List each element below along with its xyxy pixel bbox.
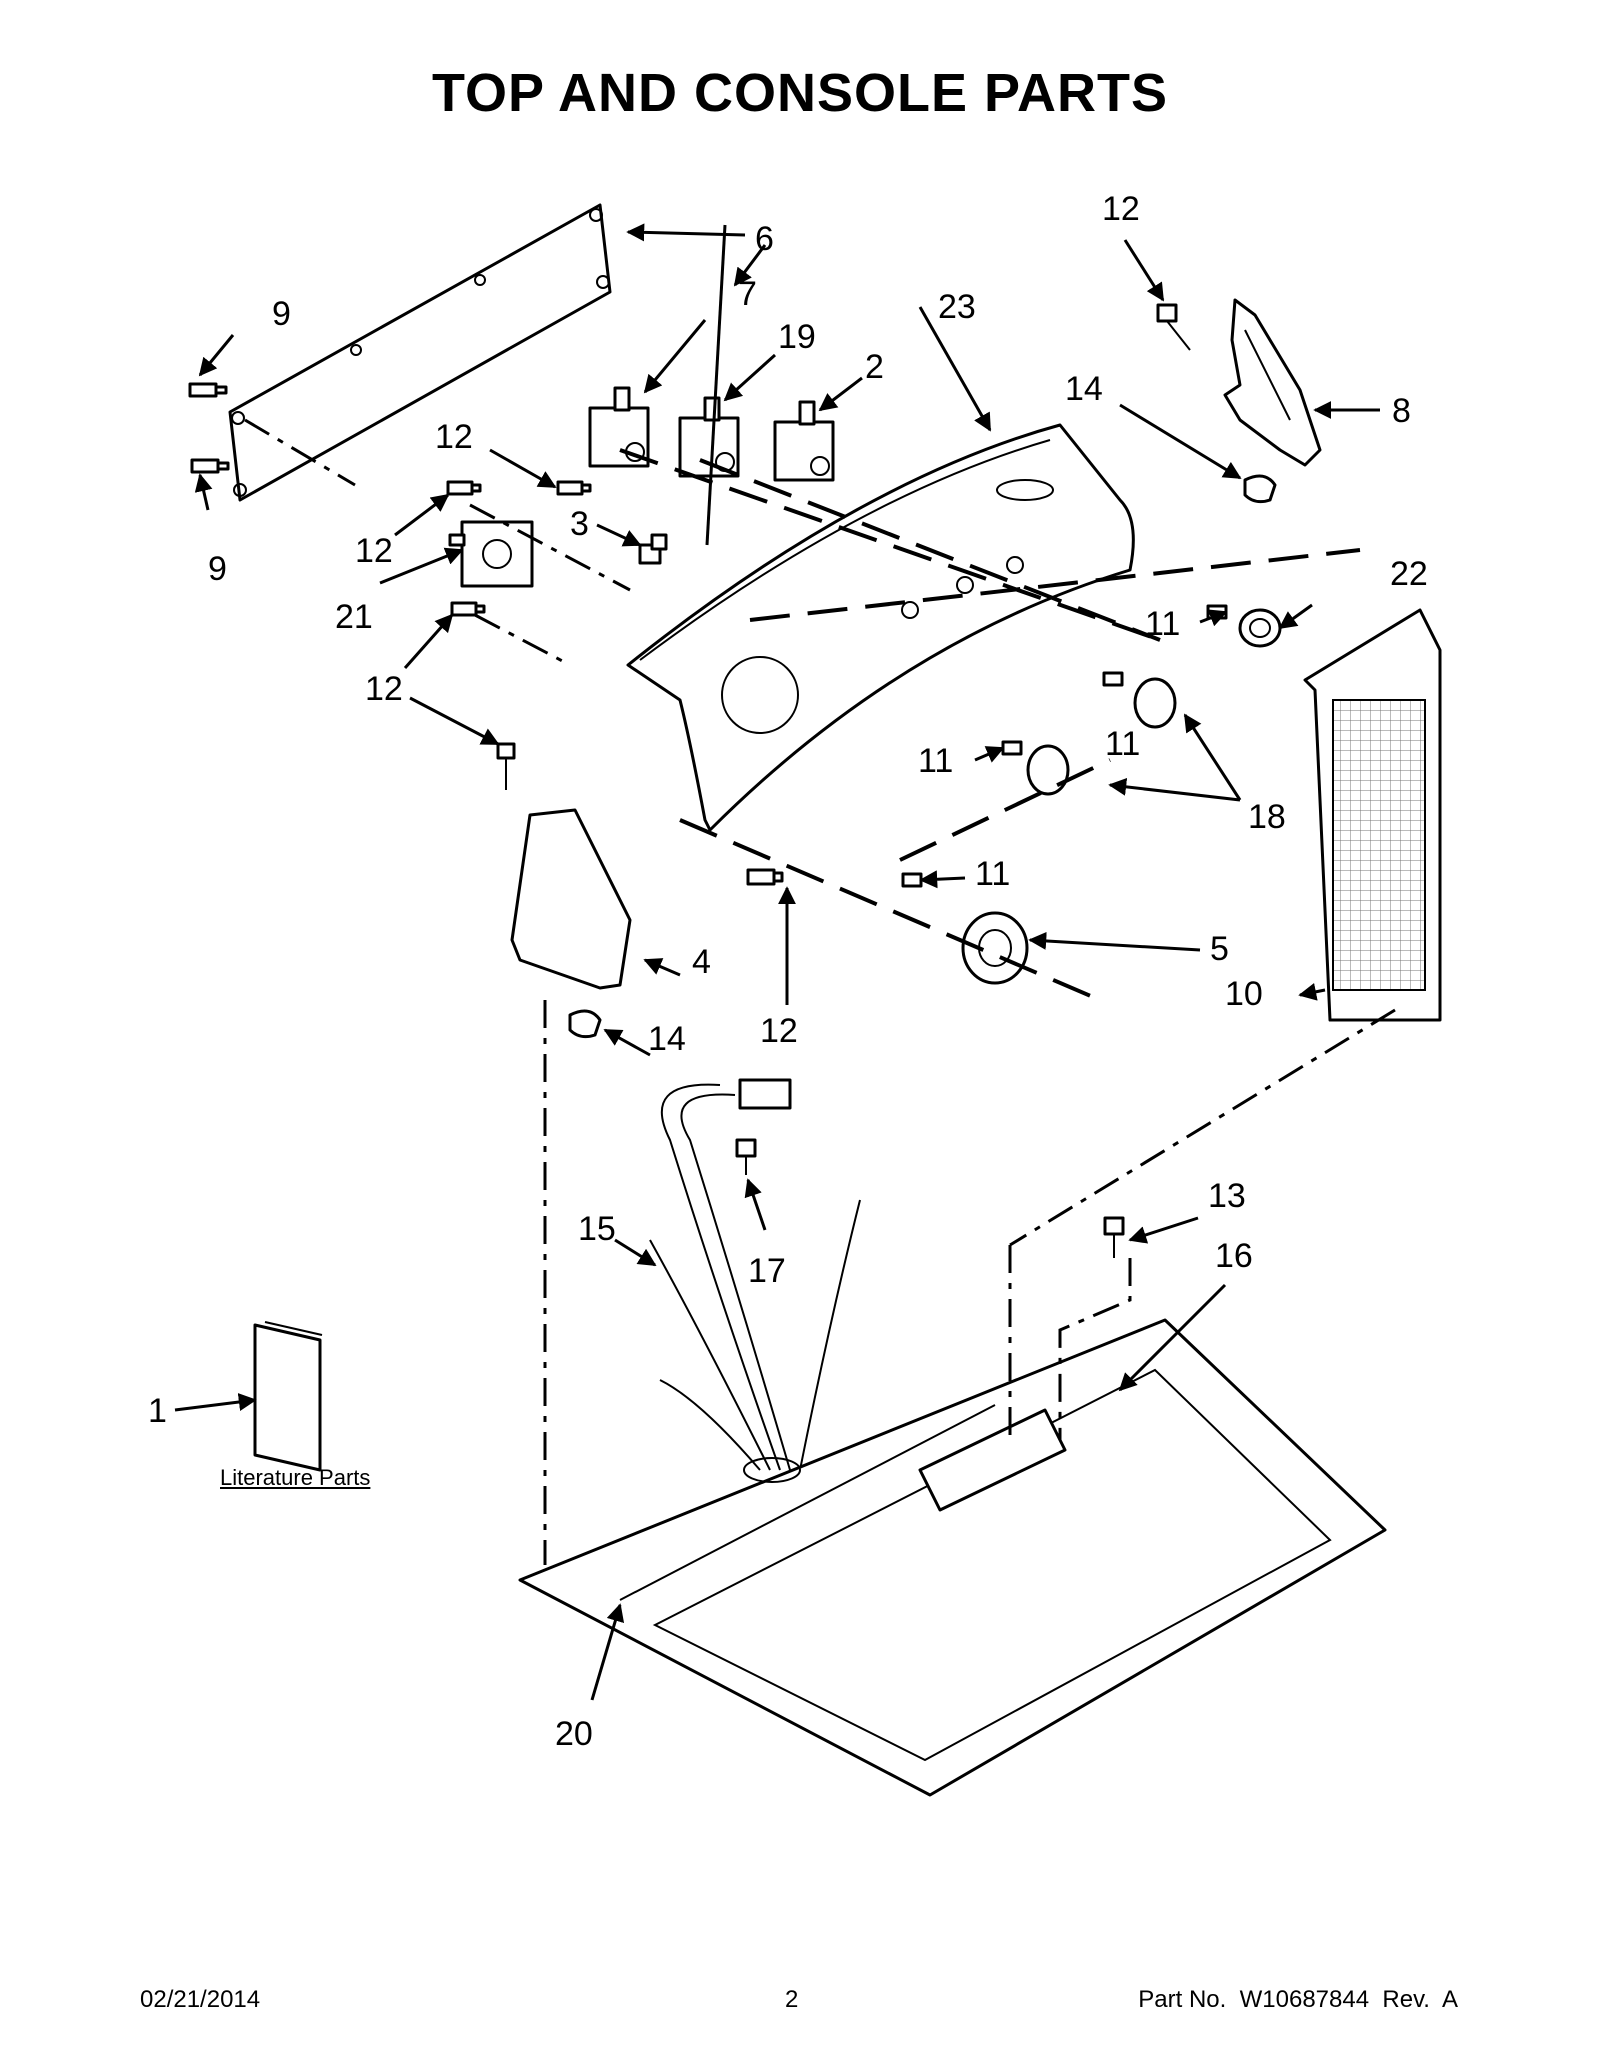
callout-18: 18 <box>1248 798 1286 836</box>
leader-arrows <box>174 223 1380 1701</box>
callout-5: 5 <box>1210 930 1229 968</box>
insert-part-11c <box>1001 740 1023 756</box>
callout-1: 1 <box>148 1392 167 1430</box>
screw-part-9a <box>188 382 228 398</box>
callout-9b: 9 <box>208 550 227 588</box>
callout-20: 20 <box>555 1715 593 1753</box>
callout-17: 17 <box>748 1252 786 1290</box>
switch-part-2 <box>773 400 835 482</box>
literature-part-1 <box>253 1321 323 1472</box>
callout-16: 16 <box>1215 1237 1253 1275</box>
callout-11b: 11 <box>1105 725 1140 763</box>
wire-harness-part-15 <box>649 1078 861 1471</box>
callout-4: 4 <box>692 943 711 981</box>
screw-part-9b <box>190 458 230 474</box>
screw-part-12f <box>1156 303 1191 351</box>
screw-part-13 <box>1103 1216 1125 1258</box>
screw-part-12d <box>496 742 516 790</box>
clip-part-14a <box>1243 474 1277 504</box>
screw-part-12b <box>556 480 592 496</box>
knob-part-18a <box>1133 677 1177 729</box>
literature-parts-label: Literature Parts <box>220 1465 371 1490</box>
end-cap-part-4 <box>510 808 632 990</box>
footer-part-number: Part No. W10687844 Rev. A <box>1138 1986 1458 2013</box>
callout-10: 10 <box>1225 975 1263 1013</box>
assembly-lines <box>244 418 1396 1565</box>
callout-2: 2 <box>865 348 884 386</box>
screw-part-17 <box>735 1138 757 1175</box>
callout-22: 22 <box>1390 555 1428 593</box>
knob-part-5 <box>961 911 1029 985</box>
footer-page-number: 2 <box>785 1986 799 2013</box>
callout-12b: 12 <box>355 532 393 570</box>
callout-11c: 11 <box>918 742 953 780</box>
callout-labels: 1 2 3 4 5 6 7 8 9 9 10 11 11 11 11 12 12… <box>148 190 1428 1753</box>
knob-part-18b <box>1026 744 1070 796</box>
screw-part-12e <box>746 868 784 886</box>
callout-14a: 14 <box>1065 370 1103 408</box>
screw-part-12a <box>446 480 482 496</box>
bracket-part-8 <box>1223 298 1322 467</box>
knob-part-22 <box>1238 608 1282 648</box>
timer-part-21 <box>448 520 534 588</box>
callout-3: 3 <box>570 505 589 543</box>
callout-21: 21 <box>335 598 373 636</box>
callout-12d: 12 <box>760 1012 798 1050</box>
screw-part-12c <box>450 601 486 617</box>
rear-bracket-part <box>228 203 612 502</box>
callout-11d: 11 <box>975 855 1010 893</box>
page-title: TOP AND CONSOLE PARTS <box>431 63 1169 123</box>
callout-6: 6 <box>755 220 774 258</box>
switch-part-7 <box>588 386 650 468</box>
callout-8: 8 <box>1392 392 1411 430</box>
callout-11a: 11 <box>1145 605 1180 643</box>
callout-12c: 12 <box>365 670 403 708</box>
console-panel-part-23 <box>626 423 1135 832</box>
footer-date: 02/21/2014 <box>140 1986 261 2013</box>
lint-screen-part-10 <box>1303 608 1442 1022</box>
clip-part-14b <box>568 1009 602 1039</box>
callout-14b: 14 <box>648 1020 686 1058</box>
insert-part-11d <box>901 872 923 888</box>
insert-part-11b <box>1102 671 1124 687</box>
callout-7: 7 <box>738 275 757 313</box>
callout-15: 15 <box>578 1210 616 1248</box>
callout-9a: 9 <box>272 295 291 333</box>
clip-part-3 <box>638 533 668 565</box>
callout-19: 19 <box>778 318 816 356</box>
top-panel-part-16 <box>518 1318 1387 1797</box>
callout-12a: 12 <box>435 418 473 456</box>
callout-13: 13 <box>1208 1177 1246 1215</box>
callout-23: 23 <box>938 288 976 326</box>
callout-12e: 12 <box>1102 190 1140 228</box>
